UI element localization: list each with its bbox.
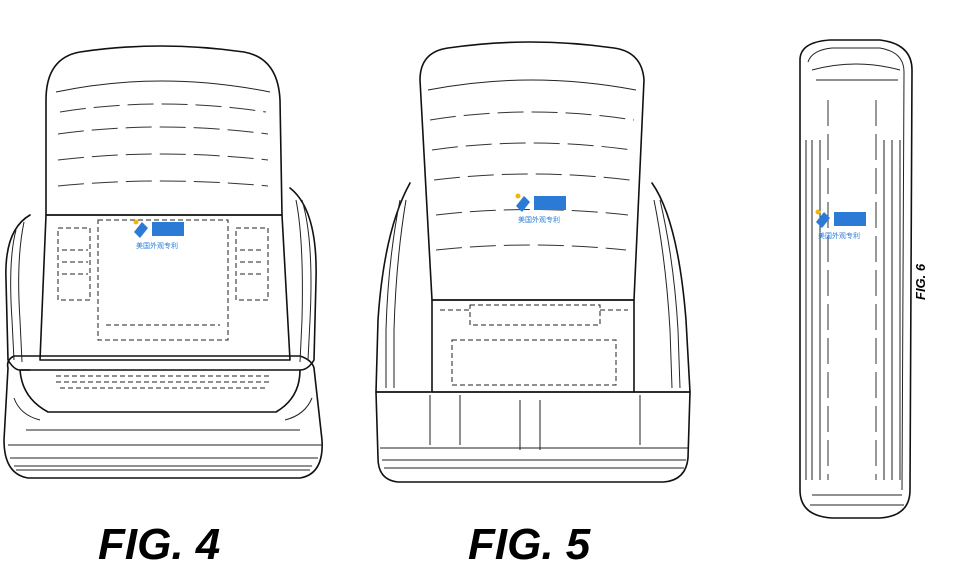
watermark-fig4: 美国外观专利 [133,219,184,250]
fig4-label: FIG. 4 [98,520,221,569]
fig6-drawing [799,39,913,519]
fig5-label: FIG. 5 [468,520,591,569]
svg-text:美国外观专利: 美国外观专利 [818,231,860,240]
watermark-subtitle: 美国外观专利 [136,241,178,250]
watermark-fig5: 美国外观专利 [515,193,566,224]
fig4-drawing [3,45,323,479]
svg-text:美国外观专利: 美国外观专利 [518,215,560,224]
fig5-drawing [375,41,691,483]
fig6-label: FIG. 6 [913,263,928,300]
watermark-fig6: 美国外观专利 [815,209,866,240]
